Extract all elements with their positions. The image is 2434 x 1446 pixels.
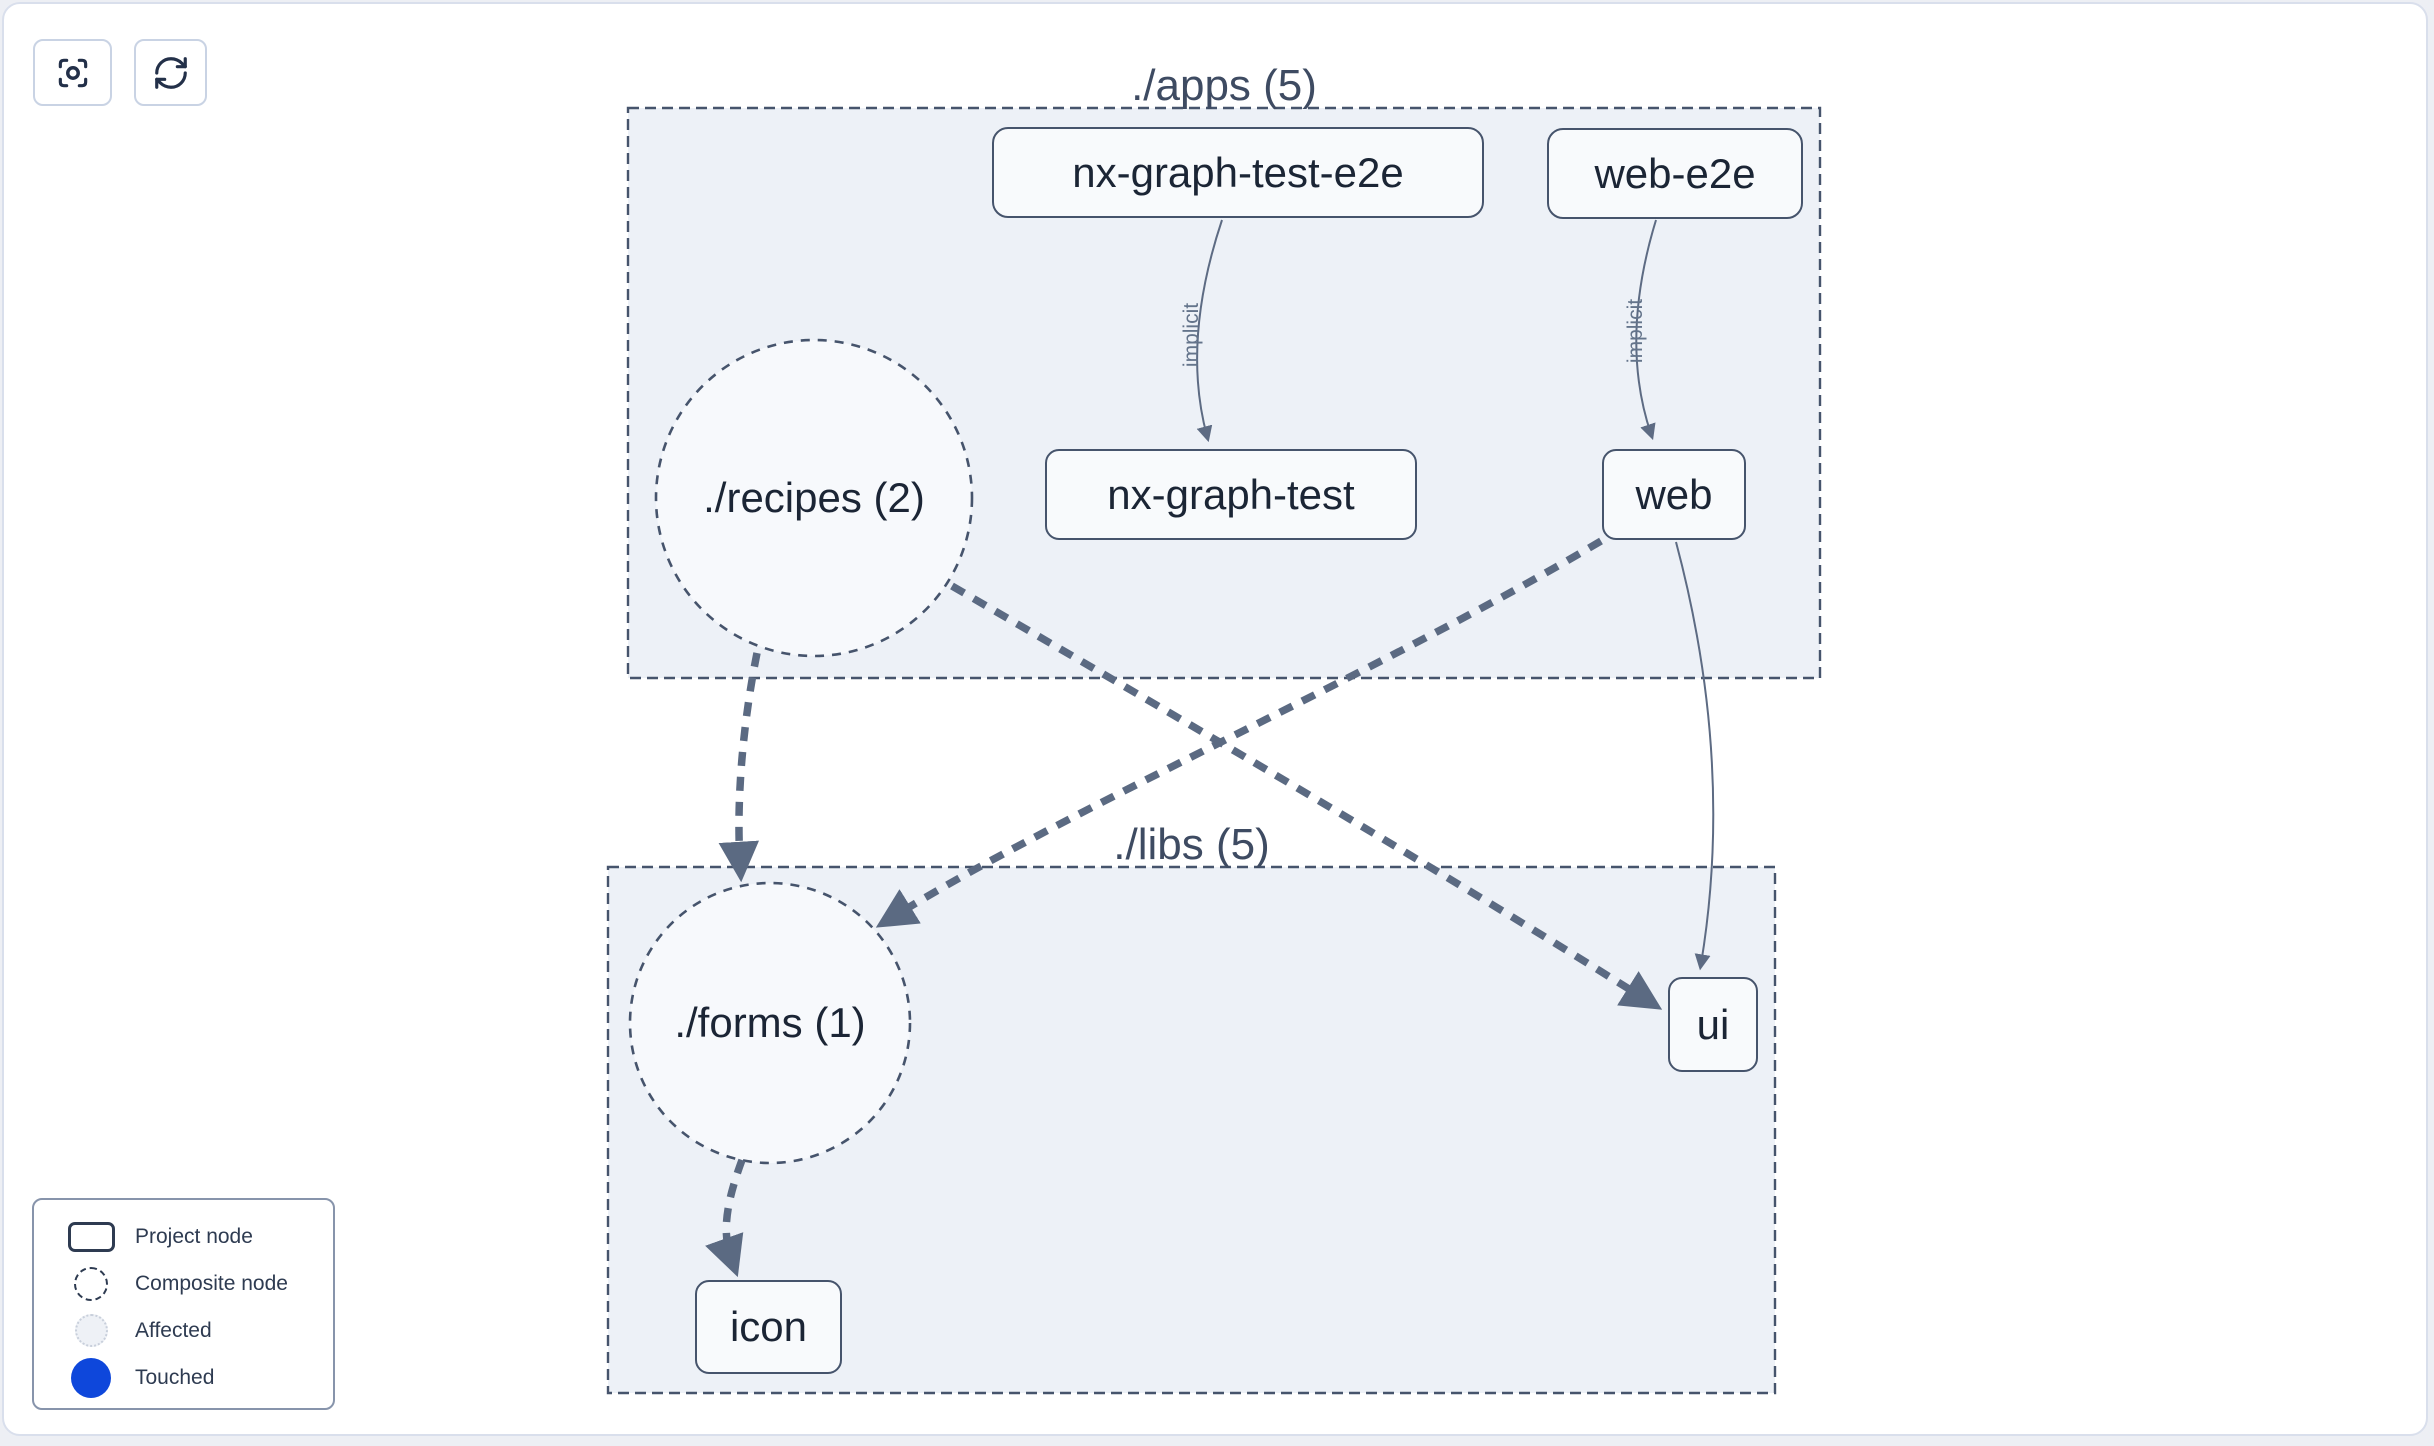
edge-web-to-forms xyxy=(875,537,1603,928)
project-node-icon[interactable]: icon xyxy=(695,1280,842,1374)
edge-web-to-ui xyxy=(1675,541,1715,971)
composite-node-icon xyxy=(74,1266,108,1301)
legend-panel: Project node Composite node Affected Tou… xyxy=(32,1198,335,1410)
edge-label-implicit: implicit xyxy=(1180,302,1203,368)
project-node-nx-graph-test[interactable]: nx-graph-test xyxy=(1045,449,1417,540)
edge-forms-to-icon xyxy=(705,1158,746,1278)
legend-label: Composite node xyxy=(135,1271,288,1295)
edge-web-e2e-to-web xyxy=(1635,219,1657,441)
edge-recipes-to-forms xyxy=(718,652,761,883)
group-label-apps: ./apps (5) xyxy=(1131,61,1317,110)
focus-icon xyxy=(58,58,87,87)
edge-recipes-to-ui xyxy=(950,582,1663,1010)
legend-item-affected: Affected xyxy=(34,1307,333,1354)
focus-button[interactable] xyxy=(33,39,112,106)
legend-label: Touched xyxy=(135,1365,215,1389)
composite-node-recipes[interactable] xyxy=(654,338,974,658)
project-node-web-e2e[interactable]: web-e2e xyxy=(1547,128,1803,219)
affected-icon xyxy=(74,1314,108,1347)
composite-node-forms[interactable] xyxy=(628,881,912,1165)
edge-nx-graph-test-e2e-to-nx-graph-test xyxy=(1196,219,1223,443)
project-node-web[interactable]: web xyxy=(1602,449,1746,540)
group-label-libs: ./libs (5) xyxy=(1113,820,1270,869)
project-node-nx-graph-test-e2e[interactable]: nx-graph-test-e2e xyxy=(992,127,1484,218)
project-node-ui[interactable]: ui xyxy=(1668,977,1758,1072)
refresh-button[interactable] xyxy=(134,39,207,106)
legend-item-touched: Touched xyxy=(34,1354,333,1401)
touched-icon xyxy=(71,1357,111,1398)
legend-item-project-node: Project node xyxy=(34,1213,333,1260)
refresh-icon xyxy=(154,56,187,89)
legend-label: Project node xyxy=(135,1224,253,1248)
legend-label: Affected xyxy=(135,1318,212,1342)
legend-item-composite-node: Composite node xyxy=(34,1260,333,1307)
project-node-icon xyxy=(67,1221,115,1252)
edge-label-implicit: implicit xyxy=(1624,298,1647,364)
